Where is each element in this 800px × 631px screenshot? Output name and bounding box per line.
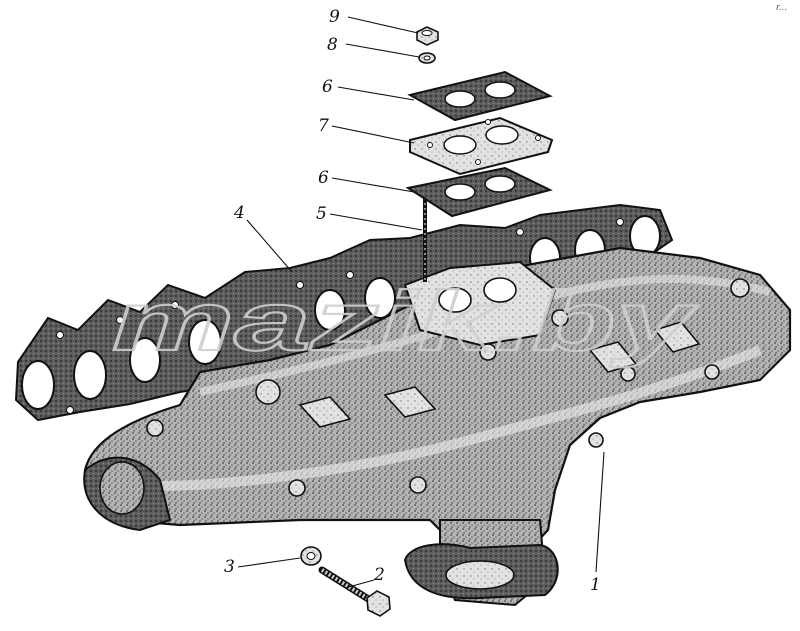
callout-6-upper: 6 [322, 77, 333, 97]
callout-6-lower: 6 [318, 168, 329, 188]
callout-1: 1 [590, 575, 601, 595]
callout-3: 3 [224, 557, 235, 577]
callout-labels: 9 8 6 7 6 5 4 3 2 1 [224, 7, 601, 595]
washer-bottom [300, 546, 322, 566]
bolt [318, 566, 391, 617]
exhaust-manifold [83, 246, 792, 607]
leader-lines [237, 16, 605, 589]
corner-mark: r... [776, 3, 787, 13]
spacer-plate [409, 116, 554, 176]
callout-5: 5 [316, 204, 327, 224]
washer-top [418, 52, 436, 64]
callout-4: 4 [233, 203, 245, 223]
watermark: mazik.by [112, 274, 699, 368]
gasket-lower [405, 166, 553, 218]
gasket-upper [407, 70, 553, 122]
callout-2: 2 [373, 565, 385, 585]
nut [416, 26, 439, 46]
callout-9: 9 [329, 7, 340, 27]
callout-8: 8 [327, 35, 338, 55]
callout-7: 7 [318, 116, 329, 136]
